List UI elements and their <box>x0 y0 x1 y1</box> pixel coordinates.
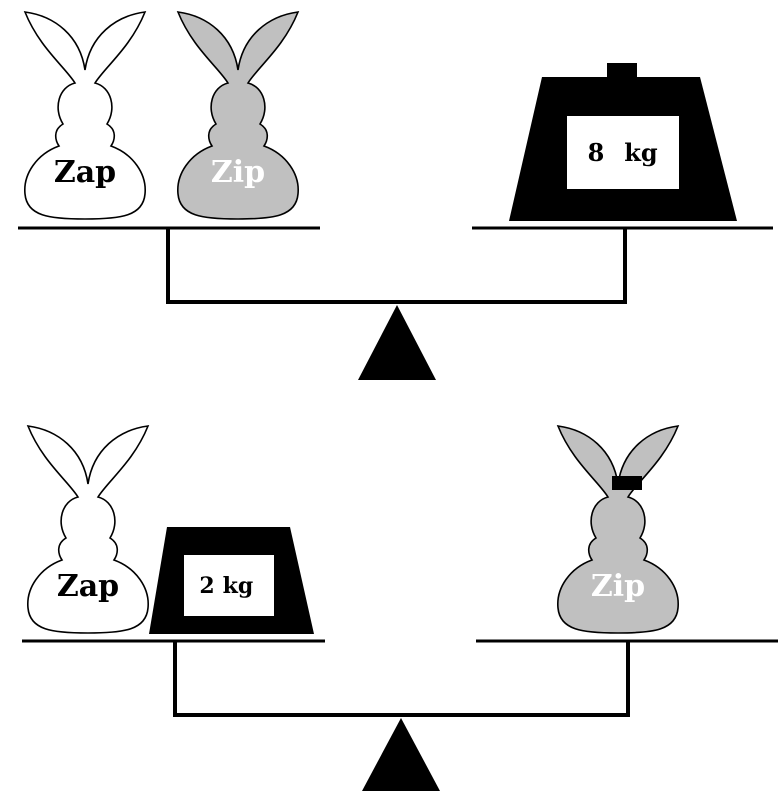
top-right-pan: 8 kg <box>472 63 773 230</box>
weight-unit: kg <box>624 138 658 167</box>
zap-bunny: Zap <box>24 11 146 220</box>
weight-number: 8 <box>588 138 605 167</box>
weight-unit: kg <box>223 573 254 599</box>
weight-handle <box>607 63 637 77</box>
scale-fulcrum <box>358 305 436 380</box>
top-scale: Zap Zip 8 kg <box>18 11 773 380</box>
weight-label-box <box>184 555 274 616</box>
bottom-left-pan: Zap 2 kg <box>22 425 325 643</box>
weight-label-box <box>567 116 679 189</box>
bottom-right-pan: Zip <box>476 425 778 643</box>
top-left-pan: Zap Zip <box>18 11 320 230</box>
zip-bunny-bow <box>612 476 642 490</box>
weight-number: 2 <box>199 573 214 599</box>
bunny-label: Zap <box>54 155 116 190</box>
zap-bunny: Zap <box>27 425 149 634</box>
bunny-label: Zip <box>591 569 645 604</box>
zip-bunny: Zip <box>557 425 679 634</box>
bunny-label: Zap <box>57 569 119 604</box>
weight-8kg: 8 kg <box>509 63 737 221</box>
weight-2kg: 2 kg <box>149 527 314 634</box>
scale-beam <box>173 641 630 717</box>
zip-bunny: Zip <box>177 11 299 220</box>
scale-beam <box>166 228 627 304</box>
bunny-label: Zip <box>211 155 265 190</box>
scale-fulcrum <box>362 718 440 791</box>
bottom-scale: Zap 2 kg Zip <box>22 425 778 791</box>
